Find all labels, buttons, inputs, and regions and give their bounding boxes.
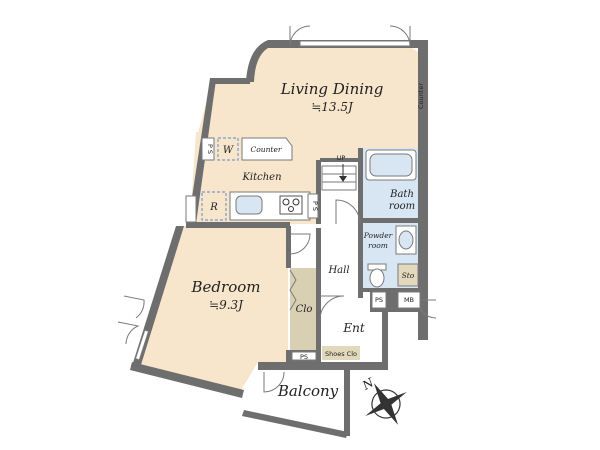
door-swing (289, 25, 311, 47)
wall (320, 158, 362, 162)
door-swing (289, 233, 311, 255)
door-swing (263, 371, 285, 393)
powder-label-line2: room (368, 241, 388, 250)
ps-box (291, 351, 317, 361)
washer-space (217, 137, 239, 161)
storage (397, 263, 419, 287)
wall (242, 410, 348, 438)
door-swing (123, 295, 145, 319)
wall (246, 40, 268, 82)
wall (210, 78, 250, 84)
bedroom-floor (134, 226, 288, 392)
sink (235, 195, 263, 215)
wall (358, 148, 363, 298)
door-swing (117, 321, 140, 345)
shoes-closet-label: Shoes Clo (325, 350, 357, 358)
meter-box-label: MB (404, 296, 414, 304)
wall (362, 218, 420, 223)
fridge-space (201, 191, 227, 221)
hall-label: Hall (327, 265, 349, 276)
meter-box (397, 291, 421, 309)
stove (279, 195, 303, 215)
compass-north-label: N (359, 375, 376, 393)
stair-up-label: UP (337, 154, 346, 162)
ps-vertical-label: P S (206, 144, 214, 154)
ps-label: PS (375, 296, 383, 304)
stair (321, 165, 357, 175)
entrance-label: Ent (342, 321, 364, 335)
stair-arrow-head (339, 176, 347, 182)
powder-label-line1: Powder (363, 231, 393, 240)
burner (292, 198, 300, 206)
door-swing (389, 25, 411, 47)
counter-label: Counter (251, 145, 282, 154)
wall (286, 226, 291, 268)
burner (288, 206, 294, 212)
shoes-closet-floor (322, 346, 360, 360)
kitchen-counter (241, 137, 293, 161)
door-swing (319, 295, 345, 321)
ps-label: PS (300, 353, 308, 361)
ps-duct (185, 195, 197, 223)
wall (186, 222, 290, 228)
bedroom-label: Bedroom (191, 278, 261, 296)
stair (321, 181, 357, 191)
stair (321, 173, 357, 183)
bath-label-line1: Bath (389, 189, 414, 200)
ps-vertical-label: P S (311, 201, 319, 211)
bath-label-line2: room (389, 201, 415, 212)
fridge-label: R (209, 202, 218, 213)
kitchen-label: Kitchen (241, 172, 281, 183)
balcony-label: Balcony (277, 382, 339, 400)
ps-duct (307, 193, 319, 219)
wall (418, 40, 428, 340)
window (299, 40, 411, 47)
living-dining-label: Living Dining (280, 80, 384, 98)
ps-box (371, 291, 387, 309)
closet-door (289, 269, 297, 311)
toilet-bowl (369, 268, 385, 288)
door-swing (335, 199, 361, 225)
closet-floor (290, 268, 316, 350)
bedroom-area: ≒9.3J (209, 298, 244, 312)
wall (258, 362, 388, 370)
wall (316, 228, 321, 362)
closet-label: Clo (296, 304, 313, 315)
washer-label: W (223, 145, 234, 156)
burner (282, 198, 290, 206)
living-dining-area: ≒13.5J (311, 100, 354, 114)
window (134, 329, 150, 361)
wall (382, 310, 388, 368)
wall (130, 362, 244, 398)
compass-icon (365, 383, 407, 425)
vanity-basin (398, 230, 414, 250)
bathtub-inner (369, 153, 413, 177)
wall (316, 160, 321, 224)
storage-label: Sto (402, 271, 415, 280)
counter-wall-label: Counter (417, 83, 425, 109)
wall (344, 370, 350, 436)
ps-duct (201, 137, 215, 161)
